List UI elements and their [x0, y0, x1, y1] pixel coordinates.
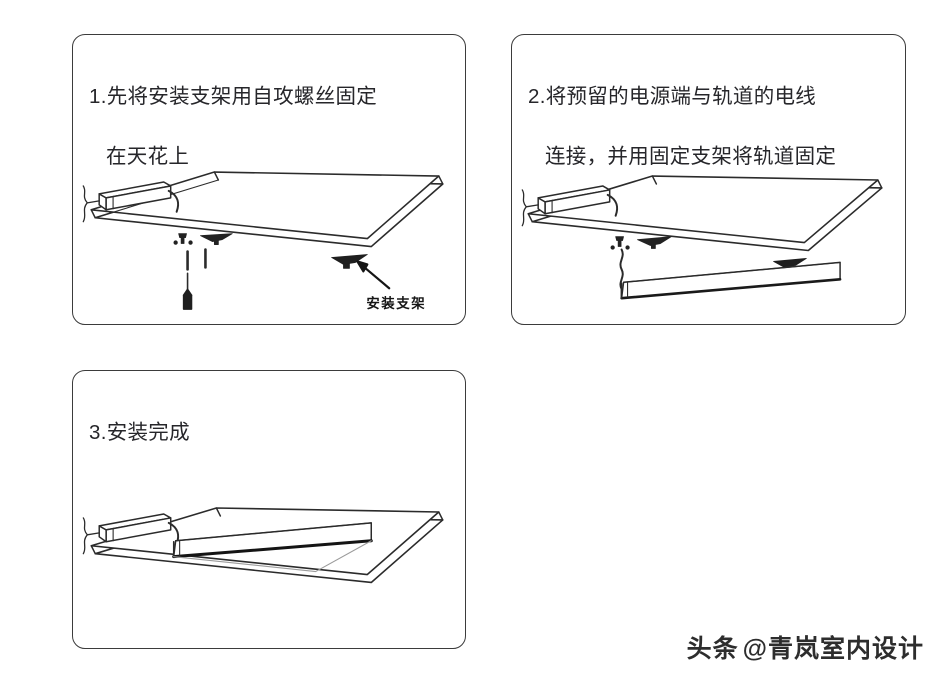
- mounting-bracket: [773, 258, 807, 268]
- step-3-caption-line-1: 3.安装完成: [89, 421, 190, 444]
- step-panel-2: 2.将预留的电源端与轨道的电线 连接，并用固定支架将轨道固定: [511, 34, 906, 325]
- bracket-plate: [200, 233, 233, 245]
- step-panel-1: 1.先将安装支架用自攻螺丝固定 在天花上: [72, 34, 466, 325]
- slab-edge-left: [90, 544, 96, 555]
- callout-arrow: [356, 260, 391, 290]
- step-1-caption: 1.先将安装支架用自攻螺丝固定 在天花上: [89, 52, 455, 202]
- lead-wire-right: [167, 521, 180, 545]
- track-rail: [620, 261, 842, 300]
- step-1-caption-line-1: 1.先将安装支架用自攻螺丝固定: [89, 85, 378, 108]
- step-panel-3: 3.安装完成: [72, 370, 466, 649]
- step-2-caption-line-1: 2.将预留的电源端与轨道的电线: [528, 85, 817, 108]
- track-rail-installed: [172, 522, 373, 573]
- step-1-caption-line-2: 在天花上: [106, 145, 190, 168]
- ceiling-slab-top-face: [90, 507, 440, 576]
- mounting-bracket: [331, 254, 368, 269]
- slab-edge-left: [527, 213, 533, 223]
- step-3-caption: 3.安装完成: [89, 388, 455, 478]
- slab-edge-back: [215, 507, 222, 517]
- callout-label-mounting-bracket: 安装支架: [366, 295, 426, 311]
- watermark: 头条@青岚室内设计: [687, 629, 924, 665]
- screwdriver: [182, 272, 193, 310]
- screw-head-group: [173, 233, 193, 245]
- connection-wire: [619, 248, 624, 299]
- watermark-platform: 头条: [686, 635, 739, 663]
- self-tapping-screw: [610, 236, 630, 250]
- ceiling-slab-bottom-face: [94, 515, 444, 584]
- step-2-caption: 2.将预留的电源端与轨道的电线 连接，并用固定支架将轨道固定: [528, 52, 895, 202]
- step-2-caption-line-2: 连接，并用固定支架将轨道固定: [545, 145, 837, 168]
- bracket-plate: [637, 236, 672, 249]
- slab-edge-right: [438, 511, 444, 521]
- slab-edge-left: [90, 209, 96, 219]
- lead-wire-left: [82, 517, 100, 555]
- watermark-handle: @青岚室内设计: [742, 635, 924, 663]
- power-driver-box: [98, 513, 172, 543]
